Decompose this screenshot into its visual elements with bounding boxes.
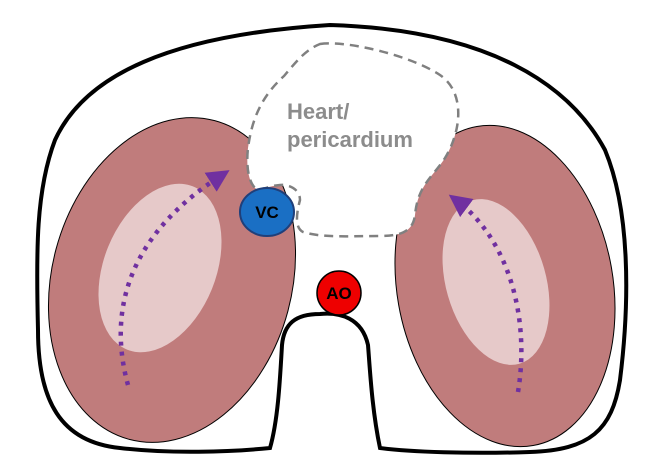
vena-cava-label: VC xyxy=(255,203,279,222)
heart-label-line2: pericardium xyxy=(287,127,413,152)
heart-label-line1: Heart/ xyxy=(287,99,349,124)
right-lung-inner xyxy=(442,199,550,365)
heart-pericardium-outline xyxy=(246,42,460,238)
aorta-label: AO xyxy=(326,284,352,303)
aorta-circle xyxy=(316,270,362,316)
vena-cava-circle xyxy=(239,187,295,237)
left-lung-inner xyxy=(98,183,222,353)
